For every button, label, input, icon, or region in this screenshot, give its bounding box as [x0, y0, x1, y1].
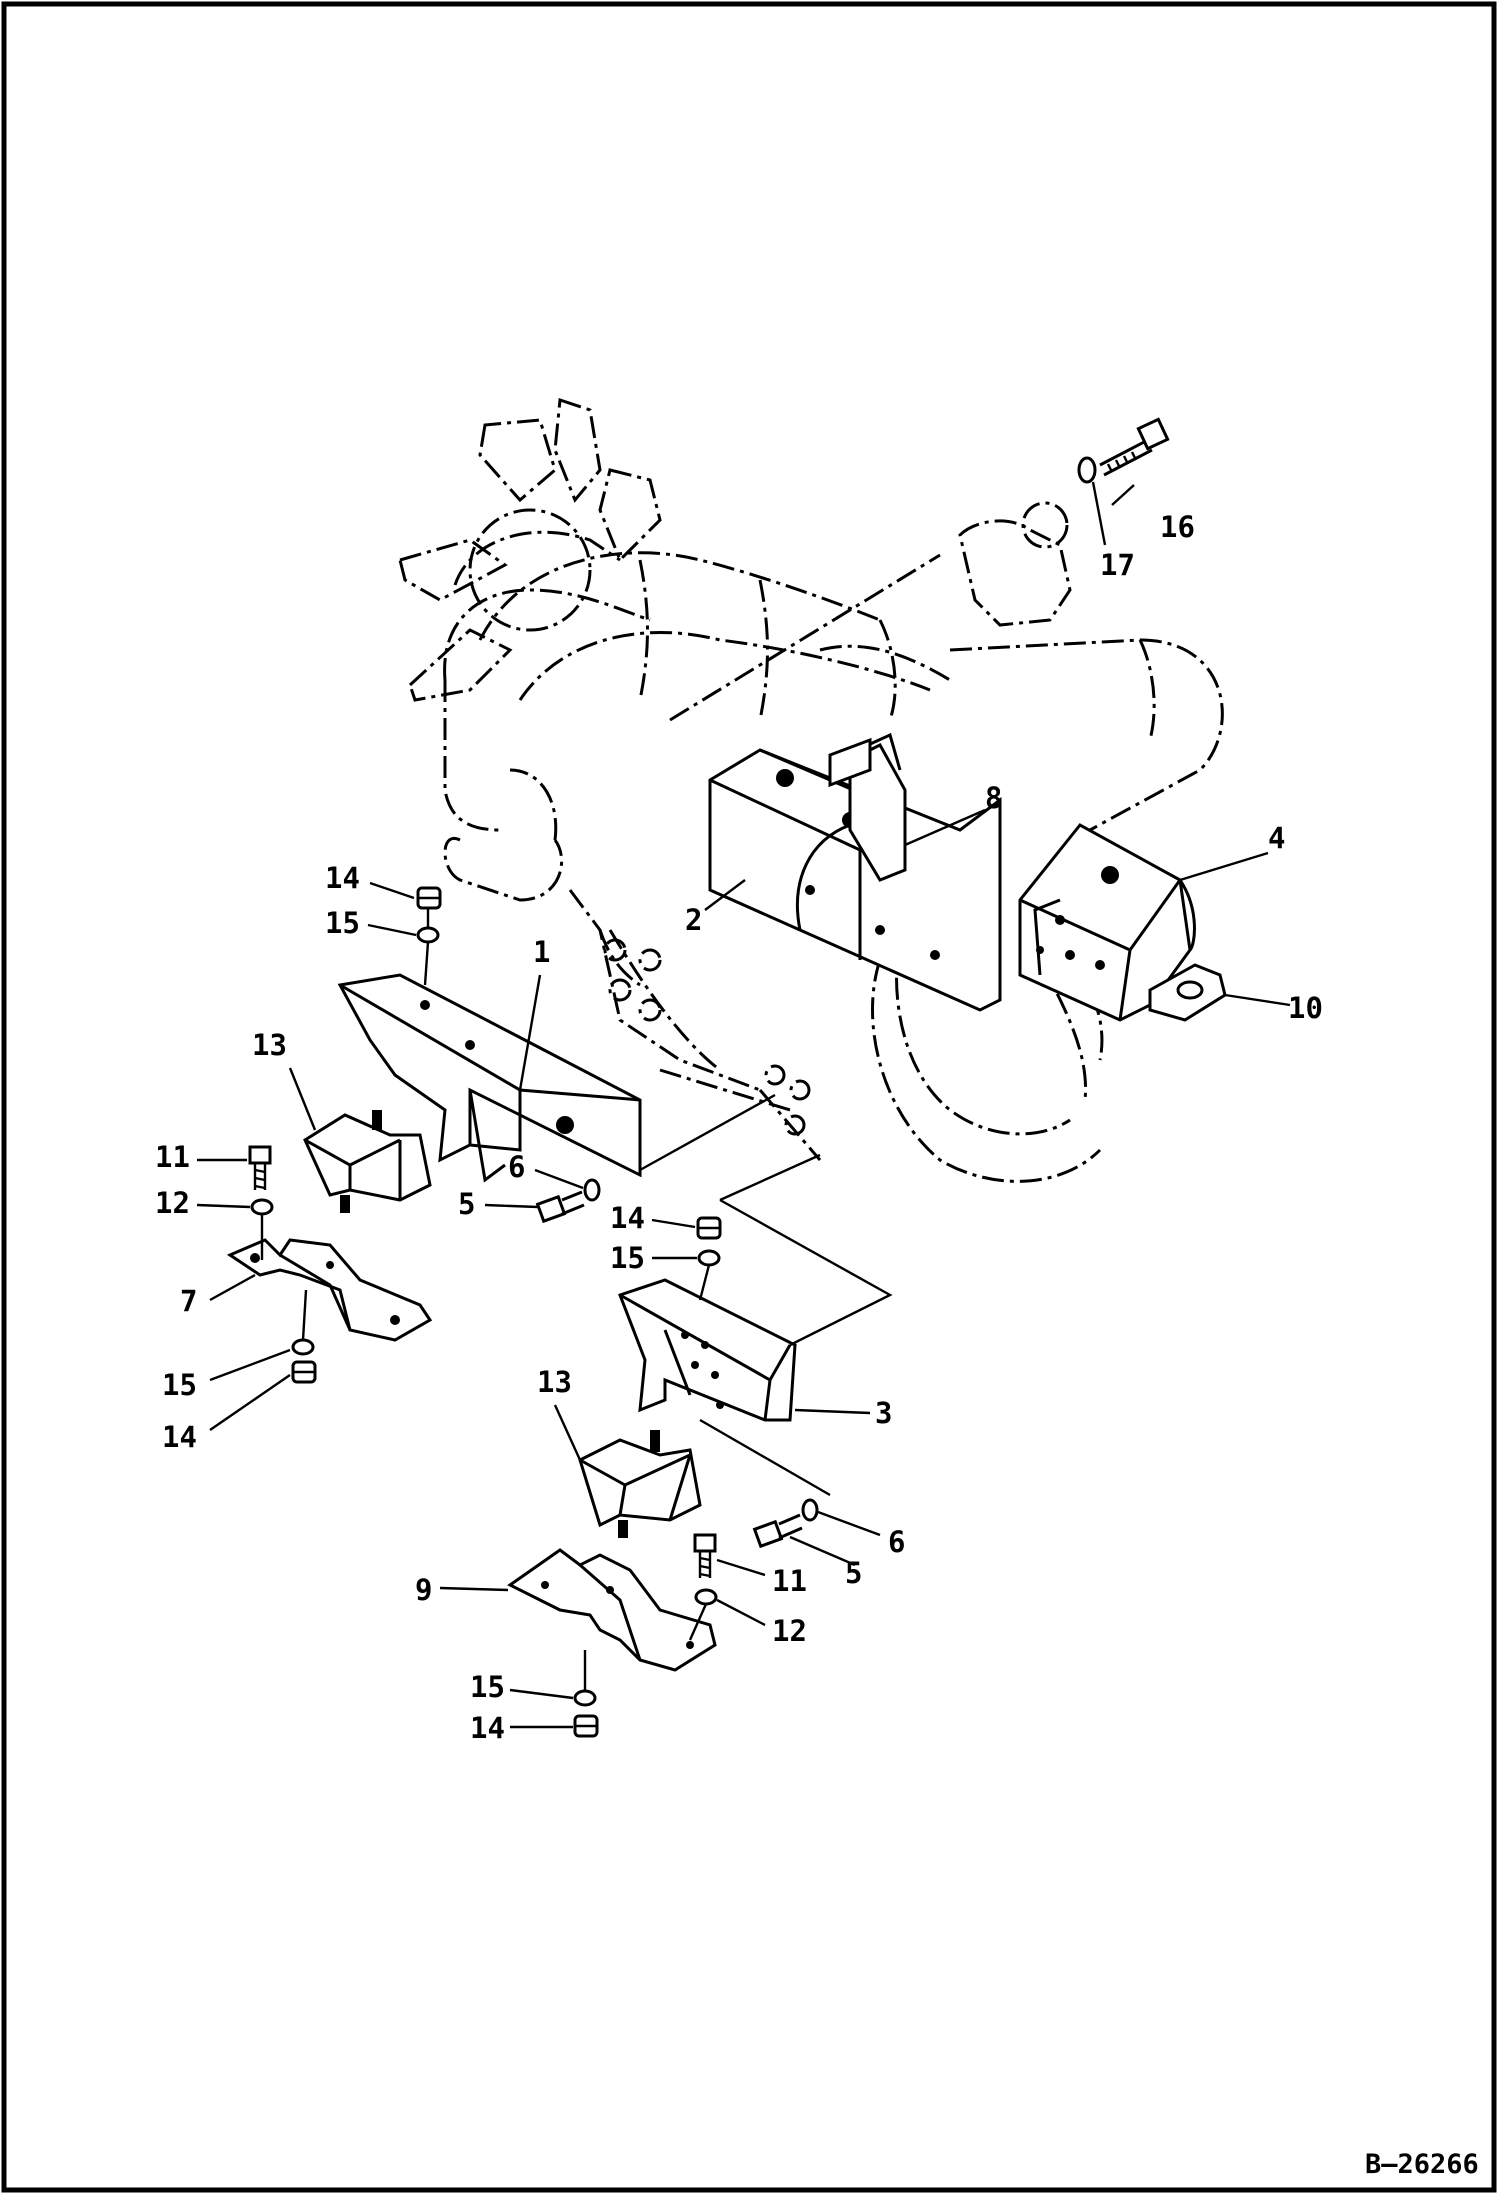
callout-15-a: 15	[325, 906, 360, 940]
right-bracket-part-3	[618, 1278, 797, 1422]
washer-part-12-b	[694, 1588, 718, 1606]
callout-labels: 16 17 8 4 10 2 1 14 15 13 11 12 7 15 14 …	[155, 510, 1323, 1745]
bracket-part-8	[828, 732, 907, 882]
bolt-part-11-b	[693, 1533, 717, 1578]
callout-16: 16	[1160, 510, 1195, 544]
bolt-part-5-a	[535, 1190, 585, 1224]
callout-6-b: 6	[888, 1525, 905, 1559]
callout-8: 8	[985, 781, 1002, 815]
base-plate-part-7	[226, 1238, 433, 1342]
washer-part-6-b	[801, 1498, 819, 1522]
callout-5-a: 5	[458, 1187, 475, 1221]
callout-1: 1	[533, 935, 550, 969]
callout-10: 10	[1288, 991, 1323, 1025]
callout-13-b: 13	[537, 1365, 572, 1399]
bolt-part-11-a	[248, 1145, 272, 1190]
assembly-guide-lines	[260, 908, 893, 1690]
callout-4: 4	[1268, 821, 1285, 855]
callout-5-b: 5	[845, 1556, 862, 1590]
callout-7: 7	[180, 1284, 197, 1318]
callout-6-a: 6	[508, 1150, 525, 1184]
rubber-mount-part-13-right	[578, 1430, 702, 1538]
callout-9: 9	[415, 1573, 432, 1607]
callout-leaders	[196, 481, 1291, 1729]
callout-13-a: 13	[252, 1028, 287, 1062]
callout-14-a: 14	[325, 861, 360, 895]
callout-14-d: 14	[470, 1711, 505, 1745]
callout-14-c: 14	[610, 1201, 645, 1235]
callout-11-b: 11	[772, 1564, 807, 1598]
callout-11-a: 11	[155, 1140, 190, 1174]
nut-part-14-c	[696, 1216, 722, 1240]
bolt-part-5-b	[752, 1513, 803, 1549]
callout-15-b: 15	[162, 1368, 197, 1402]
washer-part-12-a	[250, 1198, 274, 1216]
washer-part-15-c	[697, 1249, 721, 1267]
callout-17: 17	[1100, 548, 1135, 582]
washer-part-6-a	[583, 1178, 601, 1202]
washer-part-17	[1077, 456, 1097, 484]
nut-part-14-a	[416, 886, 442, 910]
washer-part-15-a	[416, 926, 440, 944]
callout-2: 2	[685, 903, 702, 937]
washer-part-15-d	[573, 1689, 597, 1707]
support-bracket-part-2	[708, 748, 1002, 1012]
nut-part-14-b	[291, 1360, 317, 1384]
callout-3: 3	[875, 1396, 892, 1430]
callout-12-b: 12	[772, 1614, 807, 1648]
bolt-part-16	[1099, 417, 1170, 477]
drawing-reference-code: B–26266	[1365, 2149, 1479, 2180]
rubber-mount-part-13-left	[303, 1110, 432, 1213]
top-bracket-part	[958, 501, 1072, 627]
base-plate-part-9	[507, 1548, 717, 1672]
nut-part-14-d	[573, 1714, 599, 1738]
callout-12-a: 12	[155, 1186, 190, 1220]
callout-15-d: 15	[470, 1670, 505, 1704]
washer-part-15-b	[291, 1338, 315, 1356]
callout-14-b: 14	[162, 1420, 197, 1454]
callout-15-c: 15	[610, 1241, 645, 1275]
